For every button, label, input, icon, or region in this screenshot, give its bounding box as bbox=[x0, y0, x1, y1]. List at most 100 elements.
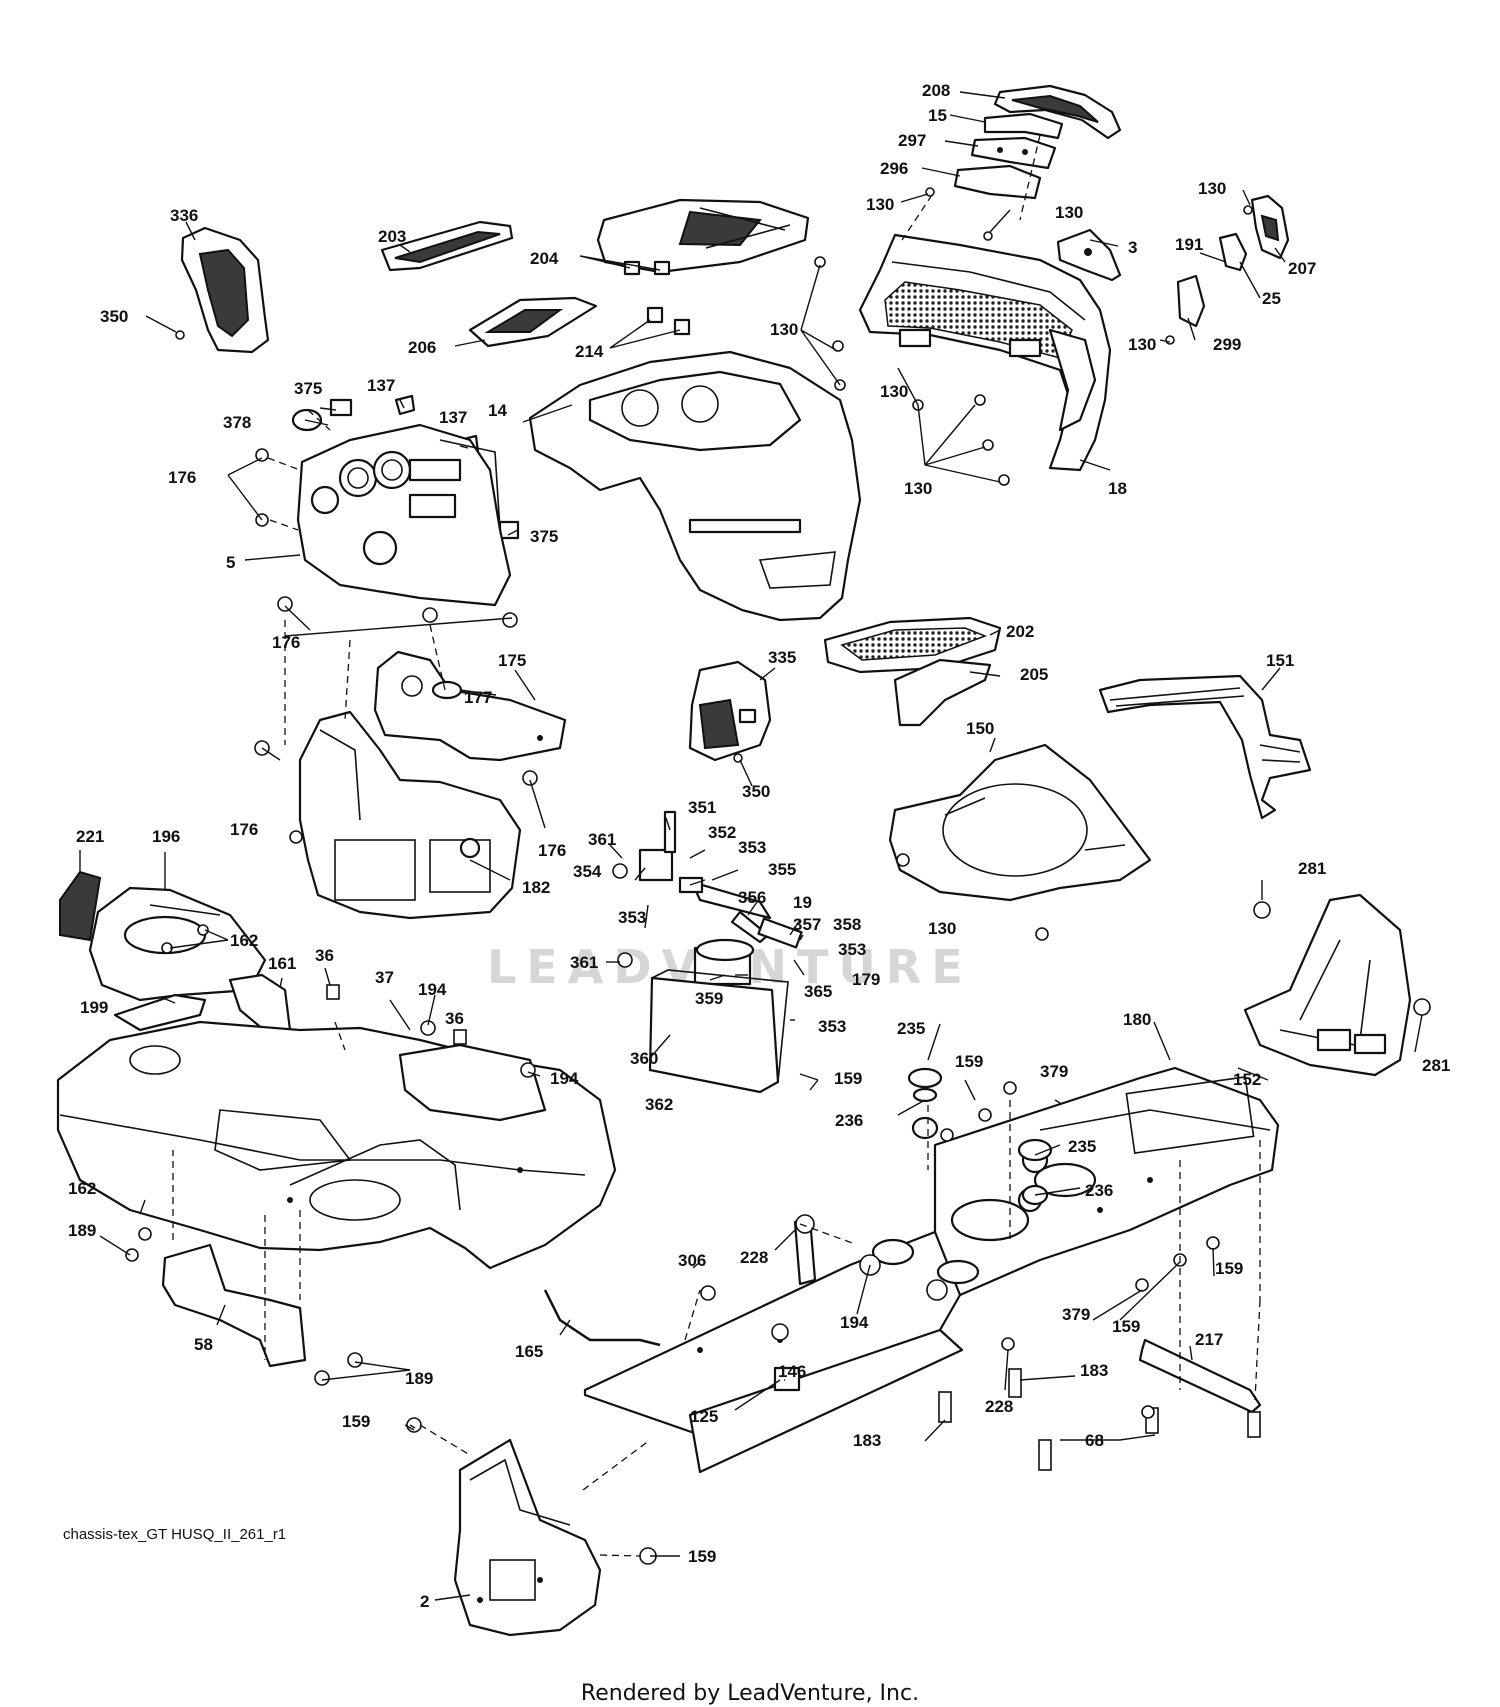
pedal-linkage-assembly bbox=[612, 810, 803, 1094]
floor-pan-part-150 bbox=[888, 743, 1152, 902]
callout-221: 221 bbox=[76, 827, 104, 846]
callout-137: 137 bbox=[367, 376, 395, 395]
callout-180: 180 bbox=[1123, 1010, 1151, 1029]
hood-strip-part-203 bbox=[380, 220, 514, 272]
dash-lower-part-182 bbox=[298, 710, 522, 920]
rod-part-165 bbox=[543, 1289, 661, 1347]
callout-162: 162 bbox=[230, 931, 258, 950]
callout-68: 68 bbox=[1085, 1431, 1104, 1450]
callout-130: 130 bbox=[770, 320, 798, 339]
callout-355: 355 bbox=[768, 860, 796, 879]
callout-130: 130 bbox=[1198, 179, 1226, 198]
cross-bar-part-217 bbox=[1138, 1338, 1262, 1414]
callout-351: 351 bbox=[688, 798, 716, 817]
vent-part-206 bbox=[468, 296, 598, 348]
grille-insert-part-202 bbox=[823, 616, 1002, 674]
clip-part-375b bbox=[498, 520, 520, 540]
callout-58: 58 bbox=[194, 1335, 213, 1354]
callout-125: 125 bbox=[690, 1407, 718, 1426]
callout-191: 191 bbox=[1175, 235, 1203, 254]
callout-353: 353 bbox=[838, 940, 866, 959]
bracket-part-299 bbox=[1176, 274, 1206, 328]
credit-line: Rendered by LeadVenture, Inc. bbox=[580, 1681, 920, 1706]
callout-378: 378 bbox=[223, 413, 251, 432]
callout-176: 176 bbox=[168, 468, 196, 487]
callout-159: 159 bbox=[955, 1052, 983, 1071]
callout-379: 379 bbox=[1040, 1062, 1068, 1081]
callout-361: 361 bbox=[588, 830, 616, 849]
callout-labels: 208 15 297 296 130 130 3 130 191 207 25 … bbox=[68, 81, 1450, 1611]
callout-130: 130 bbox=[1055, 203, 1083, 222]
callout-3: 3 bbox=[1128, 238, 1137, 257]
callout-189: 189 bbox=[405, 1369, 433, 1388]
callout-306: 306 bbox=[678, 1251, 706, 1270]
callout-194: 194 bbox=[550, 1069, 579, 1088]
callout-206: 206 bbox=[408, 338, 436, 357]
callout-336: 336 bbox=[170, 206, 198, 225]
callout-353: 353 bbox=[738, 838, 766, 857]
callout-130: 130 bbox=[880, 382, 908, 401]
callout-354: 354 bbox=[573, 862, 602, 881]
grommet-part-177 bbox=[431, 680, 463, 700]
callout-18: 18 bbox=[1108, 479, 1127, 498]
headlight-lens-part bbox=[993, 84, 1122, 140]
callout-235: 235 bbox=[897, 1019, 925, 1038]
callout-217: 217 bbox=[1195, 1330, 1223, 1349]
callout-356: 356 bbox=[738, 888, 766, 907]
callout-360: 360 bbox=[630, 1049, 658, 1068]
callout-150: 150 bbox=[966, 719, 994, 738]
trim-part-205 bbox=[893, 658, 992, 727]
callout-194: 194 bbox=[418, 980, 447, 999]
callout-194: 194 bbox=[840, 1313, 869, 1332]
clip-part-375a bbox=[329, 398, 353, 417]
callout-183: 183 bbox=[853, 1431, 881, 1450]
callout-189: 189 bbox=[68, 1221, 96, 1240]
callout-281: 281 bbox=[1298, 859, 1326, 878]
callout-299: 299 bbox=[1213, 335, 1241, 354]
callout-379: 379 bbox=[1062, 1305, 1090, 1324]
callout-25: 25 bbox=[1262, 289, 1281, 308]
bracket-part-175 bbox=[373, 650, 567, 762]
hood-part-14 bbox=[528, 350, 862, 622]
callout-15: 15 bbox=[928, 106, 947, 125]
callout-196: 196 bbox=[152, 827, 180, 846]
callout-208: 208 bbox=[922, 81, 950, 100]
callout-350: 350 bbox=[100, 307, 128, 326]
dash-panel-part-5 bbox=[296, 423, 512, 607]
leader-lines bbox=[79, 91, 1423, 1601]
callout-159: 159 bbox=[834, 1069, 862, 1088]
lens-part-15 bbox=[983, 112, 1064, 140]
callout-36: 36 bbox=[315, 946, 334, 965]
callout-165: 165 bbox=[515, 1342, 543, 1361]
callout-161: 161 bbox=[268, 954, 296, 973]
callout-350: 350 bbox=[742, 782, 770, 801]
callout-183: 183 bbox=[1080, 1361, 1108, 1380]
side-panel-part-3 bbox=[1056, 228, 1122, 282]
callout-130: 130 bbox=[1128, 335, 1156, 354]
callout-177: 177 bbox=[464, 688, 492, 707]
callout-203: 203 bbox=[378, 227, 406, 246]
seat-bracket-part-152 bbox=[1243, 893, 1412, 1077]
headlight-part-207 bbox=[1250, 194, 1290, 260]
callout-176: 176 bbox=[230, 820, 258, 839]
callout-375: 375 bbox=[530, 527, 558, 546]
callout-352: 352 bbox=[708, 823, 736, 842]
decal-part-221 bbox=[59, 870, 102, 942]
callout-228: 228 bbox=[985, 1397, 1013, 1416]
callout-202: 202 bbox=[1006, 622, 1034, 641]
callout-159: 159 bbox=[1215, 1259, 1243, 1278]
callout-235: 235 bbox=[1068, 1137, 1096, 1156]
callout-176: 176 bbox=[272, 633, 300, 652]
callout-207: 207 bbox=[1288, 259, 1316, 278]
callout-130: 130 bbox=[928, 919, 956, 938]
reflector-part-297 bbox=[970, 136, 1057, 170]
callout-152: 152 bbox=[1233, 1070, 1261, 1089]
callout-236: 236 bbox=[1085, 1181, 1113, 1200]
callout-175: 175 bbox=[498, 651, 526, 670]
callout-176: 176 bbox=[538, 841, 566, 860]
callout-151: 151 bbox=[1266, 651, 1294, 670]
bracket-part-151 bbox=[1098, 674, 1312, 820]
hood-top-part-204 bbox=[596, 198, 810, 276]
callout-228: 228 bbox=[740, 1248, 768, 1267]
seat-side-cover-part-336 bbox=[180, 226, 270, 354]
